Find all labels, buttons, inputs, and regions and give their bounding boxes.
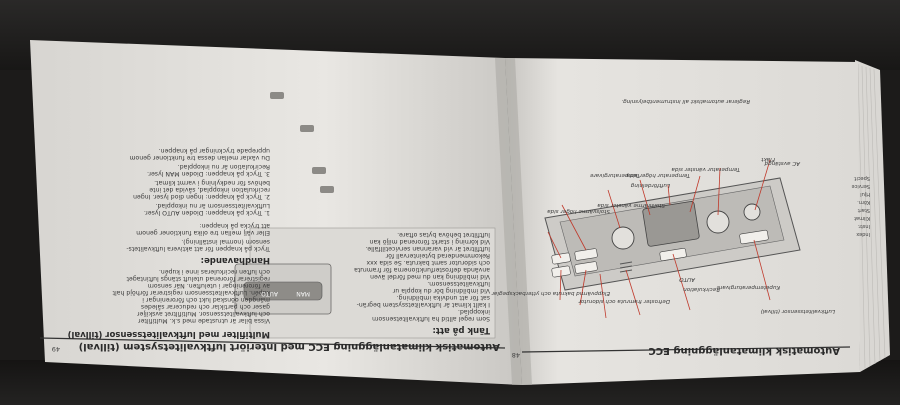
spine-shadow xyxy=(495,58,532,385)
callout-auto: AUTO xyxy=(679,276,695,282)
sidebar-line-1: Som regel alltid ha luftkvalitetsensorn xyxy=(372,315,490,322)
sidebar-line-8: använda defrosterfunktionerna för framru… xyxy=(354,266,490,273)
left-page-number: 49 xyxy=(51,345,60,353)
handhavande-heading: Handhavande: xyxy=(200,255,270,265)
edge-tab-5: Körn. xyxy=(857,199,870,205)
edge-tab-2: Instr. xyxy=(857,223,870,229)
step-line-7: 2. Tryck på knappen: Ingen diod lyser. I… xyxy=(133,193,270,200)
edge-tab-8: Specif. xyxy=(853,175,870,181)
multifilter-line-5: kupén. Luftkvalitetssensorn registrerar … xyxy=(112,289,270,296)
inline-button-icon-4 xyxy=(320,186,334,193)
multifilter-line-8: och luften recirkuleras inne i kupén. xyxy=(158,268,270,275)
left-page-header-title: Automatisk klimatanläggning ECC med Inte… xyxy=(78,341,500,352)
right-page-footnote: Reglerar automatiskt all instrumentbelys… xyxy=(621,98,750,104)
sidebar-heading: Tänk på att: xyxy=(432,325,490,335)
callout-luftfordelning: Luftfördelning xyxy=(630,182,670,188)
edge-tab-1: Index xyxy=(856,231,870,237)
step-line-1: Tryck på knappen för att aktivera luftkv… xyxy=(126,245,270,252)
recirc-button-illustration xyxy=(243,281,323,301)
step-line-8: recirkulation inkopplad, såvida det inte xyxy=(149,186,270,193)
step-line-6: Luftkvalitetssensorn är nu inkopplad. xyxy=(155,202,270,209)
sidebar-line-7: Vid imbildning kan du med fördel även xyxy=(370,273,490,280)
multifilter-line-4: mängden oönskad lukt och föroreningar i xyxy=(142,296,270,303)
multifilter-line-3: gaser och partiklar och reducerar sålede… xyxy=(140,303,270,310)
multifilter-heading: Multifilter med luftkvalitetssensor (til… xyxy=(67,329,270,339)
multifilter-line-6: av föroreningar i uteluften. När sensorn xyxy=(147,282,270,289)
callout-recirkulation: Recirkulation xyxy=(683,286,720,292)
sidebar-line-10: Rekommenderad byteintervall för xyxy=(385,252,490,259)
multifilter-line-2: och luftkvalitetssensor. Multifiltret av… xyxy=(137,310,270,317)
edge-tab-3: Klimat xyxy=(854,215,870,221)
callout-eluppvarmd: Eluppvärmd bakruta och ytterbackspeglar xyxy=(491,290,610,296)
page-edge-lines xyxy=(857,63,886,369)
sidebar-line-4: sat för att undvika imbildning. xyxy=(396,294,490,301)
sidebar-line-5: Vid imbildning bör du koppla ur xyxy=(392,287,490,294)
callout-flakt: Fläkt xyxy=(761,156,775,162)
step-line-13: upprepade tryckningar på knappen. xyxy=(158,147,270,154)
step-line-11: Recirkulation är nu inkopplad. xyxy=(177,163,270,170)
step-line-5: 1. Tryck på knappen: Dioden AUTO lyser. xyxy=(143,209,270,216)
callout-temperaturgivare: Temperaturgivare xyxy=(590,172,640,178)
right-page-number: 48 xyxy=(511,351,520,359)
callout-kupetemp: Kupétemperaturgivare xyxy=(716,284,780,290)
step-line-12: Du växlar mellan dessa tre funktioner ge… xyxy=(129,154,270,161)
sidebar-line-11: luftfiltret är vid varannan servicetillf… xyxy=(365,245,490,252)
sidebar-line-9: och sidorutor samt bakruta. Se sida xxx xyxy=(366,259,490,266)
multifilter-line-7: registrerar förorenad uteluft stängs luf… xyxy=(126,275,270,282)
callout-luftkvalitet: Luftkvalitetssensor (tillval) xyxy=(760,308,835,314)
step-line-3: Eller välj mellan tre olika funktioner g… xyxy=(136,229,270,236)
inline-button-icon-3 xyxy=(312,167,326,174)
callout-lines xyxy=(547,159,771,319)
edge-tab-4: Start xyxy=(857,207,870,213)
step-line-4: att trycka på knappen: xyxy=(199,222,270,229)
step-line-9: behövs för nedkylning i varmt klimat. xyxy=(154,179,270,186)
inline-button-icon-1 xyxy=(270,92,284,99)
panel-button-man: MAN xyxy=(296,290,310,297)
callout-stolsvarme-hoger: Stolsvärme höger sida xyxy=(547,208,610,214)
left-header-rule xyxy=(39,337,506,349)
edge-tab-6: Hjul xyxy=(860,191,870,197)
inline-button-icon-2 xyxy=(300,125,314,132)
sidebar-line-6: luftkvalitetssensorn. xyxy=(427,280,490,287)
panel-button-auto: AUTO xyxy=(261,290,278,297)
multifilter-line-1: Vissa bilar är utrustade med s.k. Multif… xyxy=(138,317,270,324)
sidebar-line-12: Vid körning i starkt förorenad miljö kan xyxy=(369,238,490,245)
sidebar-line-13: luftfiltret behöva bytas oftare. xyxy=(397,231,490,238)
right-page-header-title: Automatisk klimatanläggning ECC xyxy=(648,345,840,356)
step-line-10: 3. Tryck på knappen: Dioden MAN lyser. xyxy=(147,170,270,177)
callout-defroster: Defroster framruta och sidorutor xyxy=(578,298,670,304)
sidebar-line-3: I kallt klimat är luftkvalitetssystem be… xyxy=(356,301,490,308)
climate-panel-illustration xyxy=(544,177,801,291)
sidebar-line-2: inkopplad. xyxy=(457,308,490,315)
right-header-rule xyxy=(521,346,851,353)
step-line-2: sensorn (normal inställning). xyxy=(181,238,270,245)
edge-tab-7: Service xyxy=(851,183,870,189)
